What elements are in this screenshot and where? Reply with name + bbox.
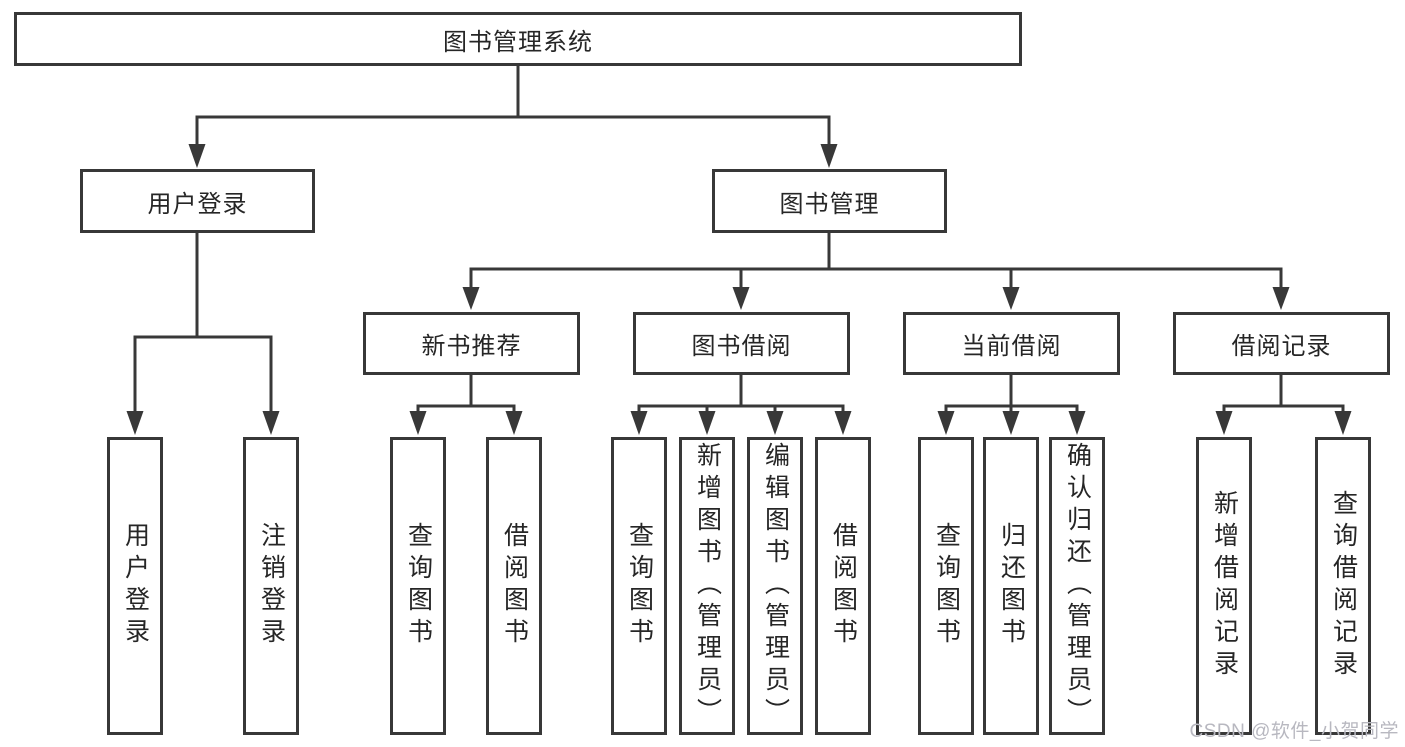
node-label: 查询图书 <box>404 522 433 650</box>
node-label: 图书管理系统 <box>443 28 593 56</box>
arrow-down-icon <box>409 411 427 435</box>
node-label: 借阅图书 <box>829 522 858 650</box>
arrow-down-icon <box>262 411 280 435</box>
node-label: 查询图书 <box>932 522 961 650</box>
arrow-down-icon <box>820 144 838 168</box>
node-label: 用户登录 <box>121 522 150 650</box>
node-label: 借阅记录 <box>1231 333 1332 360</box>
node-label: 查询借阅记录 <box>1329 490 1358 682</box>
arrow-down-icon <box>188 144 206 168</box>
connector-level3-rail <box>469 267 1283 287</box>
node-label: 当前借阅 <box>961 333 1062 360</box>
connector-current-borrow-rail <box>944 404 1079 411</box>
connector-book-borrow-rail <box>637 404 845 411</box>
node-label: 注销登录 <box>257 522 286 650</box>
leaf-borrow-books: 借阅图书 <box>815 437 871 735</box>
arrow-down-icon <box>937 411 955 435</box>
leaf-logout: 注销登录 <box>243 437 299 735</box>
leaf-return-book: 归还图书 <box>983 437 1039 735</box>
node-library-management-system: 图书管理系统 <box>14 12 1022 66</box>
leaf-recommend-borrow-books: 借阅图书 <box>486 437 542 735</box>
node-label: 新增借阅记录 <box>1210 490 1239 682</box>
arrow-down-icon <box>834 411 852 435</box>
node-borrow-records: 借阅记录 <box>1173 312 1390 375</box>
node-label: 编辑图书（管理员） <box>761 442 790 730</box>
arrow-down-icon <box>505 411 523 435</box>
leaf-add-book-admin: 新增图书（管理员） <box>679 437 735 735</box>
leaf-query-borrow-record: 查询借阅记录 <box>1315 437 1371 735</box>
arrow-down-icon <box>462 287 480 310</box>
leaf-current-query-books: 查询图书 <box>918 437 974 735</box>
arrow-down-icon <box>1002 411 1020 435</box>
node-label: 确认归还（管理员） <box>1063 442 1092 730</box>
arrow-down-icon <box>1272 287 1290 310</box>
node-label: 借阅图书 <box>500 522 529 650</box>
node-label: 图书管理 <box>779 190 880 218</box>
connector-level2-rail <box>195 115 831 144</box>
leaf-borrow-query-books: 查询图书 <box>611 437 667 735</box>
arrow-down-icon <box>1334 411 1352 435</box>
node-book-borrow: 图书借阅 <box>633 312 850 375</box>
node-label: 用户登录 <box>147 190 248 218</box>
arrow-down-icon <box>1002 287 1020 310</box>
csdn-watermark: CSDN @软件_小贺同学 <box>1189 721 1399 742</box>
arrow-down-icon <box>732 287 750 310</box>
connector-recommend-rail <box>416 404 516 411</box>
leaf-edit-book-admin: 编辑图书（管理员） <box>747 437 803 735</box>
leaf-add-borrow-record: 新增借阅记录 <box>1196 437 1252 735</box>
node-label: 图书借阅 <box>691 333 792 360</box>
node-label: 查询图书 <box>625 522 654 650</box>
connector-user-login-rail <box>133 335 273 411</box>
leaf-recommend-query-books: 查询图书 <box>390 437 446 735</box>
arrow-down-icon <box>766 411 784 435</box>
node-label: 新增图书（管理员） <box>693 442 722 730</box>
arrow-down-icon <box>698 411 716 435</box>
connector-records-rail <box>1222 404 1345 411</box>
node-label: 归还图书 <box>997 522 1026 650</box>
node-user-login: 用户登录 <box>80 169 315 233</box>
node-new-book-recommend: 新书推荐 <box>363 312 580 375</box>
arrow-down-icon <box>1068 411 1086 435</box>
node-label: 新书推荐 <box>421 333 522 360</box>
leaf-user-login: 用户登录 <box>107 437 163 735</box>
leaf-confirm-return-admin: 确认归还（管理员） <box>1049 437 1105 735</box>
arrow-down-icon <box>126 411 144 435</box>
node-book-management: 图书管理 <box>712 169 947 233</box>
arrow-down-icon <box>1215 411 1233 435</box>
arrow-down-icon <box>630 411 648 435</box>
node-current-borrow: 当前借阅 <box>903 312 1120 375</box>
